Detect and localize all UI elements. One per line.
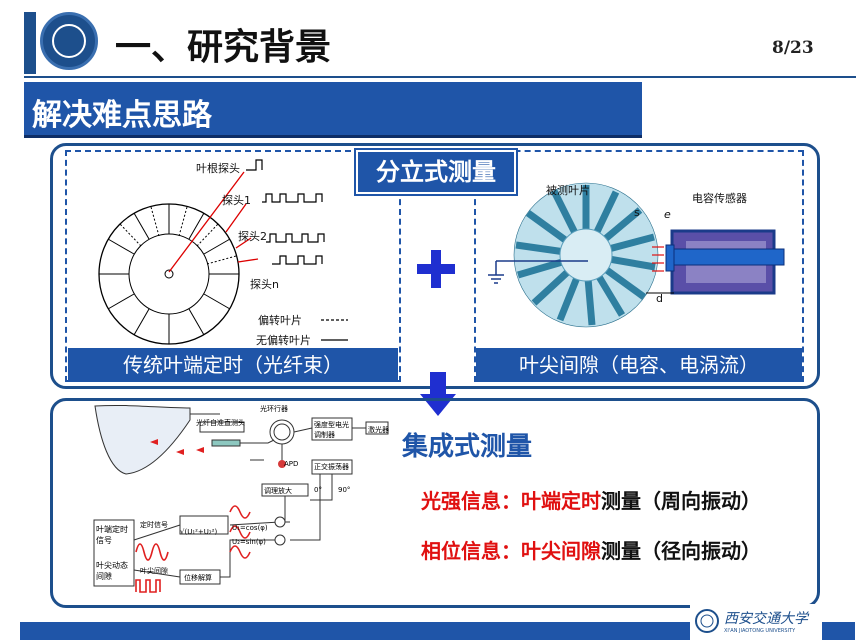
- footer-seal-icon: [695, 609, 719, 633]
- blade-tip-timing-figure: [98, 159, 348, 345]
- label-apd: APD: [284, 460, 299, 468]
- label-s: s: [634, 206, 640, 219]
- label-output-timing: 叶端定时信号: [96, 525, 128, 545]
- info2-suffix: 测量（径向振动）: [601, 539, 761, 563]
- footer-university-name: 西安交通大学: [724, 611, 808, 627]
- section-title: 解决难点思路: [32, 98, 212, 133]
- title-divider: [24, 76, 856, 78]
- slide-title: 一、研究背景: [115, 27, 332, 68]
- label-circulator: 光环行器: [260, 405, 288, 413]
- label-clearance: 叶尖间隙: [140, 567, 168, 575]
- label-capacitive-sensor: 电容传感器: [692, 192, 747, 205]
- footer-university-en: XI'AN JIAOTONG UNIVERSITY: [724, 628, 796, 634]
- label-collimator: 光纤自准直测头: [196, 419, 245, 427]
- page-number: 8/23: [772, 38, 814, 58]
- light-intensity-info: 光强信息：叶端定时测量（周向振动）: [421, 485, 761, 514]
- tip-timing-caption: 传统叶端定时（光纤束）: [68, 348, 398, 382]
- label-undeflected-blade: 无偏转叶片: [256, 334, 311, 347]
- label-u2: U₂=sin(φ): [232, 538, 266, 546]
- label-laser: 激光器: [368, 426, 389, 434]
- label-e: e: [664, 208, 671, 221]
- label-probe-n: 探头n: [250, 278, 279, 291]
- tip-clearance-caption: 叶尖间隙（电容、电涡流）: [476, 348, 802, 382]
- label-root-probe: 叶根探头: [196, 162, 240, 175]
- label-amplifier: 调理放大: [264, 487, 292, 495]
- section-banner: [24, 82, 642, 138]
- label-deg90: 90°: [338, 486, 351, 494]
- info1-suffix: 测量（周向振动）: [601, 489, 761, 513]
- info2-key: 间隙: [561, 539, 601, 563]
- footer-logo: 西安交通大学 XI'AN JIAOTONG UNIVERSITY: [690, 604, 822, 640]
- info1-key: 定时: [561, 489, 601, 513]
- integrated-system-diagram: [93, 404, 389, 593]
- footer-bar: [20, 622, 855, 640]
- label-deflected-blade: 偏转叶片: [258, 314, 302, 327]
- plus-icon: [417, 250, 455, 288]
- integrated-measurement-panel: [50, 398, 820, 608]
- info2-prefix: 相位信息：叶尖: [421, 539, 561, 563]
- info1-prefix: 光强信息：叶端: [421, 489, 561, 513]
- label-oscillator: 正交振荡器: [314, 463, 349, 471]
- label-deg0: 0°: [314, 486, 322, 494]
- label-timing-signal: 定时信号: [140, 521, 168, 529]
- discrete-measurement-tag: 分立式测量: [354, 148, 518, 196]
- label-u1: U₁=cos(φ): [232, 524, 268, 532]
- phase-info: 相位信息：叶尖间隙测量（径向振动）: [421, 535, 761, 564]
- label-displacement: 位移解算: [184, 574, 212, 582]
- label-measured-blade: 被测叶片: [546, 184, 590, 197]
- label-probe-2: 探头2: [238, 230, 267, 243]
- label-probe-1: 探头1: [222, 194, 251, 207]
- label-d: d: [656, 292, 663, 305]
- university-seal-icon: [40, 12, 98, 70]
- capacitive-sensor-figure: [488, 182, 785, 328]
- integrated-measurement-title: 集成式测量: [402, 432, 533, 462]
- label-output-clearance: 叶尖动态间隙: [96, 561, 128, 581]
- label-sqrt: √(U₁²+U₂²): [180, 528, 218, 536]
- label-modulator: 强度型电光调制器: [314, 421, 349, 439]
- header-accent-bar: [24, 12, 36, 74]
